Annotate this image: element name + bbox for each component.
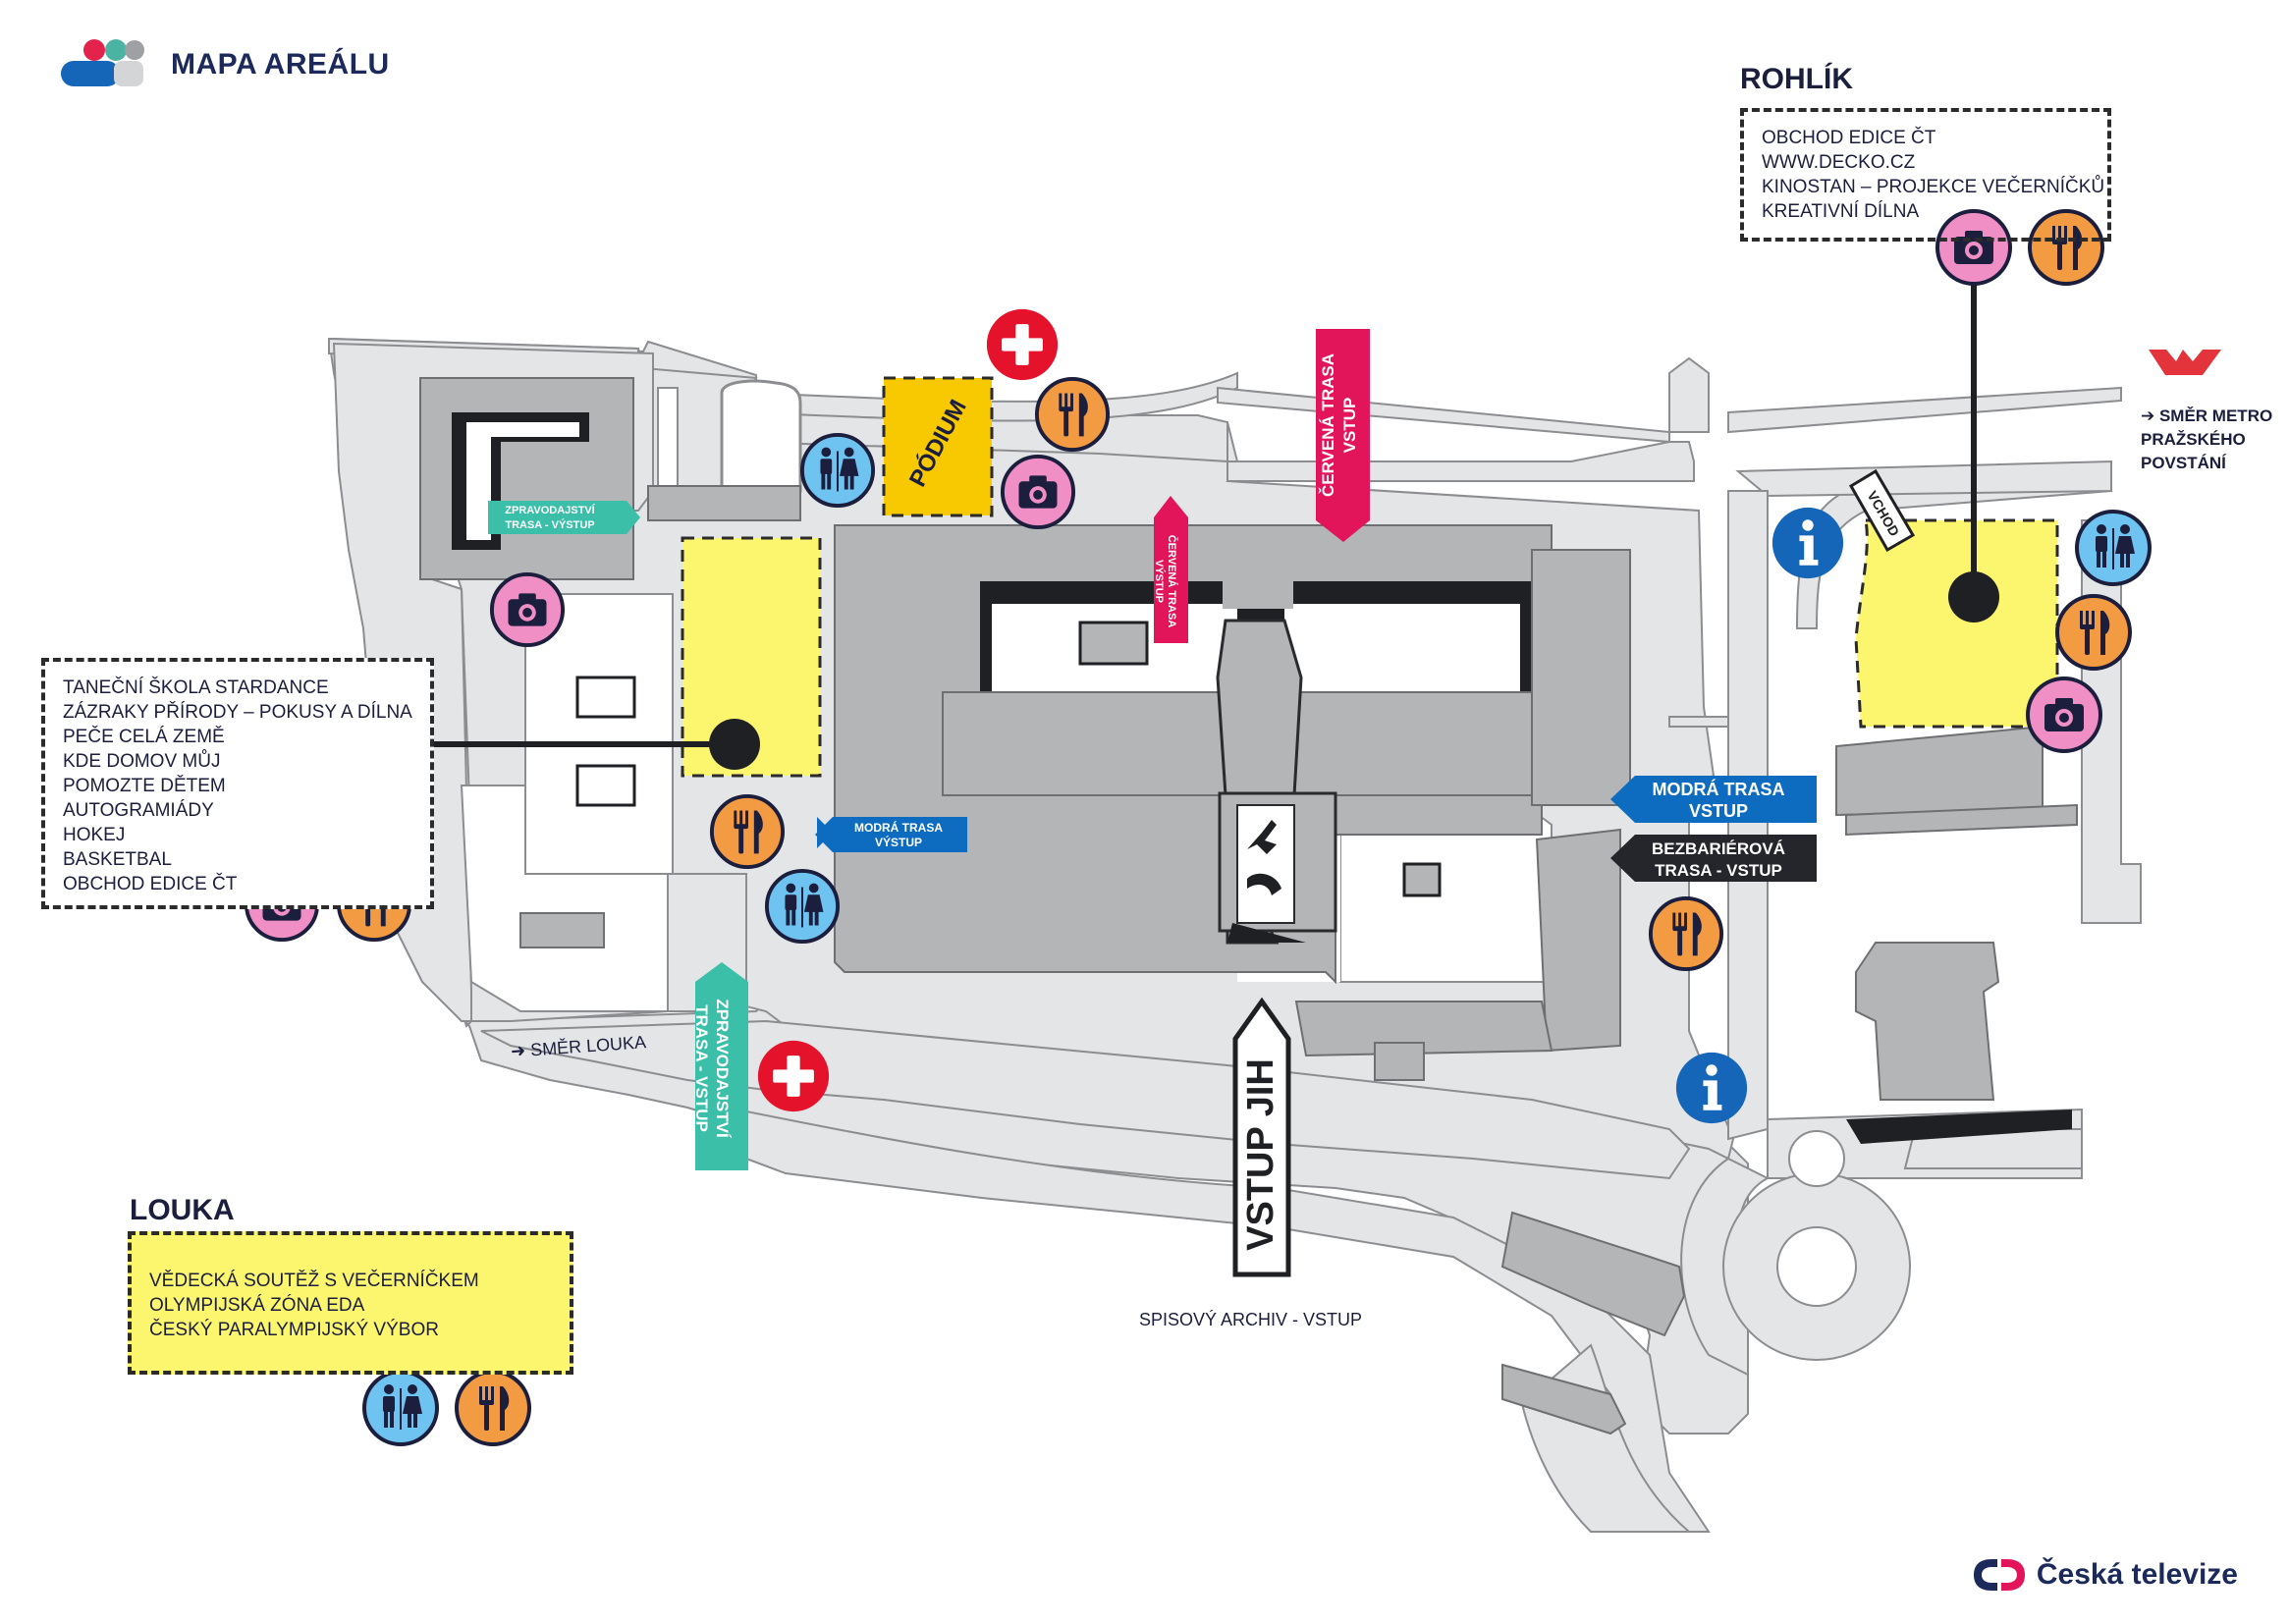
modra-vstup-label-2: VSTUP [1689, 801, 1748, 821]
bezbar-label-2: TRASA - VSTUP [1655, 861, 1782, 880]
bezbar-label-1: BEZBARIÉROVÁ [1652, 839, 1785, 858]
louka-item: OLYMPIJSKÁ ZÓNA EDA [149, 1295, 365, 1316]
food-icon[interactable] [1648, 895, 1724, 972]
info-icon[interactable] [1675, 1052, 1748, 1124]
brand: Česká televize [1972, 1555, 2238, 1595]
rohlik-title: ROHLÍK [1740, 63, 1853, 95]
zprav-vystup-label-2: TRASA - VÝSTUP [505, 518, 594, 531]
cervena-vstup-label-2: VSTUP [1340, 398, 1359, 454]
louka-item: ČESKÝ PARALYMPIJSKÝ VÝBOR [149, 1320, 439, 1340]
logo-icon [61, 39, 144, 86]
zprav-vystup-label-1: ZPRAVODAJSTVÍ [505, 504, 595, 516]
page-title: MAPA AREÁLU [171, 48, 390, 81]
toilet-icon[interactable] [2075, 510, 2152, 586]
ct-logo-icon [1973, 1559, 2025, 1591]
west-zone-box: TANEČNÍ ŠKOLA STARDANCE ZÁZRAKY PŘÍRODY … [41, 658, 434, 909]
louka-title: LOUKA [130, 1194, 235, 1226]
toilet-icon[interactable] [362, 1370, 439, 1446]
brand-name: Česká televize [2036, 1558, 2238, 1591]
rohlik-item: WWW.DECKO.CZ [1762, 152, 1916, 173]
camera-icon[interactable] [2026, 677, 2102, 753]
west-item: TANEČNÍ ŠKOLA STARDANCE [63, 677, 329, 698]
west-item: HOKEJ [63, 825, 126, 845]
camera-icon[interactable] [1000, 454, 1076, 530]
west-item: KDE DOMOV MŮJ [63, 751, 221, 772]
camera-icon[interactable] [489, 571, 566, 648]
food-icon[interactable] [1034, 376, 1111, 453]
buildings [419, 377, 2078, 1435]
rohlik-item: KREATIVNÍ DÍLNA [1762, 201, 1920, 222]
cervena-vstup-label-1: ČERVENÁ TRASA [1319, 353, 1337, 497]
west-item: AUTOGRAMIÁDY [63, 800, 214, 821]
rohlik-item: KINOSTAN – PROJEKCE VEČERNÍČKŮ [1762, 177, 2105, 197]
west-item: PEČE CELÁ ZEMĚ [63, 727, 225, 747]
rohlik-item: OBCHOD EDICE ČT [1762, 128, 1936, 148]
modra-vystup-label-2: VÝSTUP [875, 835, 922, 849]
first-aid-icon[interactable] [986, 308, 1059, 381]
louka-box: VĚDECKÁ SOUTĚŽ S VEČERNÍČKEM OLYMPIJSKÁ … [128, 1231, 573, 1375]
cervena-vystup-label-2: VÝSTUP [1153, 560, 1166, 603]
info-icon[interactable] [1771, 507, 1844, 579]
zprav-vstup-label-2: TRASA - VSTUP [692, 1004, 711, 1132]
modra-vystup-label-1: MODRÁ TRASA [854, 820, 943, 835]
food-icon[interactable] [455, 1370, 531, 1446]
west-item: BASKETBAL [63, 849, 172, 870]
cervena-vystup-label-1: ČERVENÁ TRASA [1166, 535, 1178, 628]
west-item: POMOZTE DĚTEM [63, 776, 226, 796]
metro-direction: ➔ SMĚR METRO PRAŽSKÉHO POVSTÁNÍ [2141, 406, 2273, 472]
west-item: OBCHOD EDICE ČT [63, 874, 238, 894]
toilet-icon[interactable] [799, 432, 876, 509]
vstup-jih-label: VSTUP JIH [1240, 1058, 1281, 1251]
spisovy-archiv-label: SPISOVÝ ARCHIV - VSTUP [1139, 1310, 1363, 1329]
food-icon[interactable] [2055, 594, 2132, 671]
rohlik-box: OBCHOD EDICE ČT WWW.DECKO.CZ KINOSTAN – … [1740, 108, 2111, 242]
food-icon[interactable] [709, 793, 786, 870]
west-item: ZÁZRAKY PŘÍRODY – POKUSY A DÍLNA [63, 702, 412, 723]
header: MAPA AREÁLU [59, 37, 390, 92]
toilet-icon[interactable] [764, 868, 841, 945]
zprav-vstup-label-1: ZPRAVODAJSTVÍ [713, 999, 732, 1139]
modra-vstup-label-1: MODRÁ TRASA [1653, 779, 1785, 799]
first-aid-icon[interactable] [757, 1040, 830, 1112]
louka-item: VĚDECKÁ SOUTĚŽ S VEČERNÍČKEM [149, 1271, 479, 1291]
